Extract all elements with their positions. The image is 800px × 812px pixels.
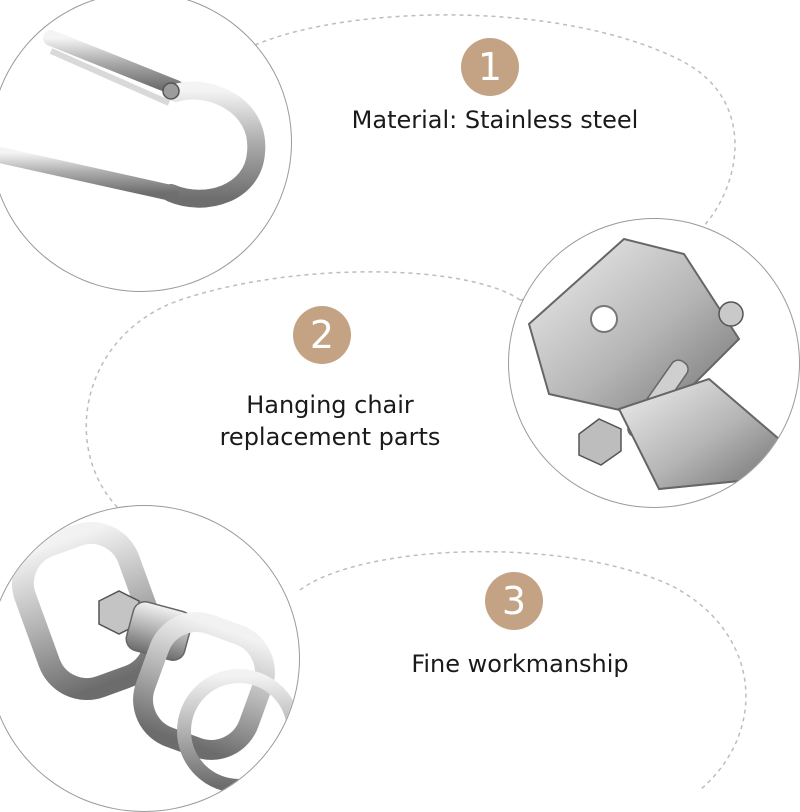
feature-2-number: 2 [309, 313, 335, 357]
feature-2-line-1: Hanging chair [246, 391, 414, 419]
feature-2-number-badge: 2 [293, 306, 351, 364]
feature-1-text: Material: Stainless steel [330, 104, 660, 136]
feature-1-number-badge: 1 [461, 38, 519, 96]
feature-1-number: 1 [477, 45, 503, 89]
dashed-outline-2 [85, 271, 521, 511]
swivel-left-clevis [11, 521, 167, 701]
ceiling-bracket-photo [508, 218, 800, 508]
carabiner-hook-photo [0, 0, 292, 292]
swivel-ring [177, 669, 299, 793]
feature-1-line-1: Material: Stainless steel [351, 106, 639, 134]
feature-2-text: Hanging chair replacement parts [200, 389, 460, 453]
bracket-hole [590, 305, 618, 333]
carabiner-gate [49, 48, 171, 106]
bracket-bolt-head [718, 301, 744, 327]
bracket-swivel-arm [617, 377, 781, 491]
carabiner-rivet [162, 82, 180, 100]
feature-3-text: Fine workmanship [390, 648, 650, 680]
carabiner-upper-bar [43, 30, 184, 96]
carabiner-lower-bar [0, 146, 179, 201]
feature-3-number: 3 [501, 579, 527, 623]
feature-2-line-2: replacement parts [219, 423, 441, 451]
carabiner-hook-curve [162, 81, 266, 208]
swivel-hook-photo [0, 505, 300, 812]
feature-3-number-badge: 3 [485, 572, 543, 630]
feature-3-line-1: Fine workmanship [411, 650, 629, 678]
bracket-nut [578, 418, 622, 466]
dashed-outline-3 [299, 550, 747, 791]
